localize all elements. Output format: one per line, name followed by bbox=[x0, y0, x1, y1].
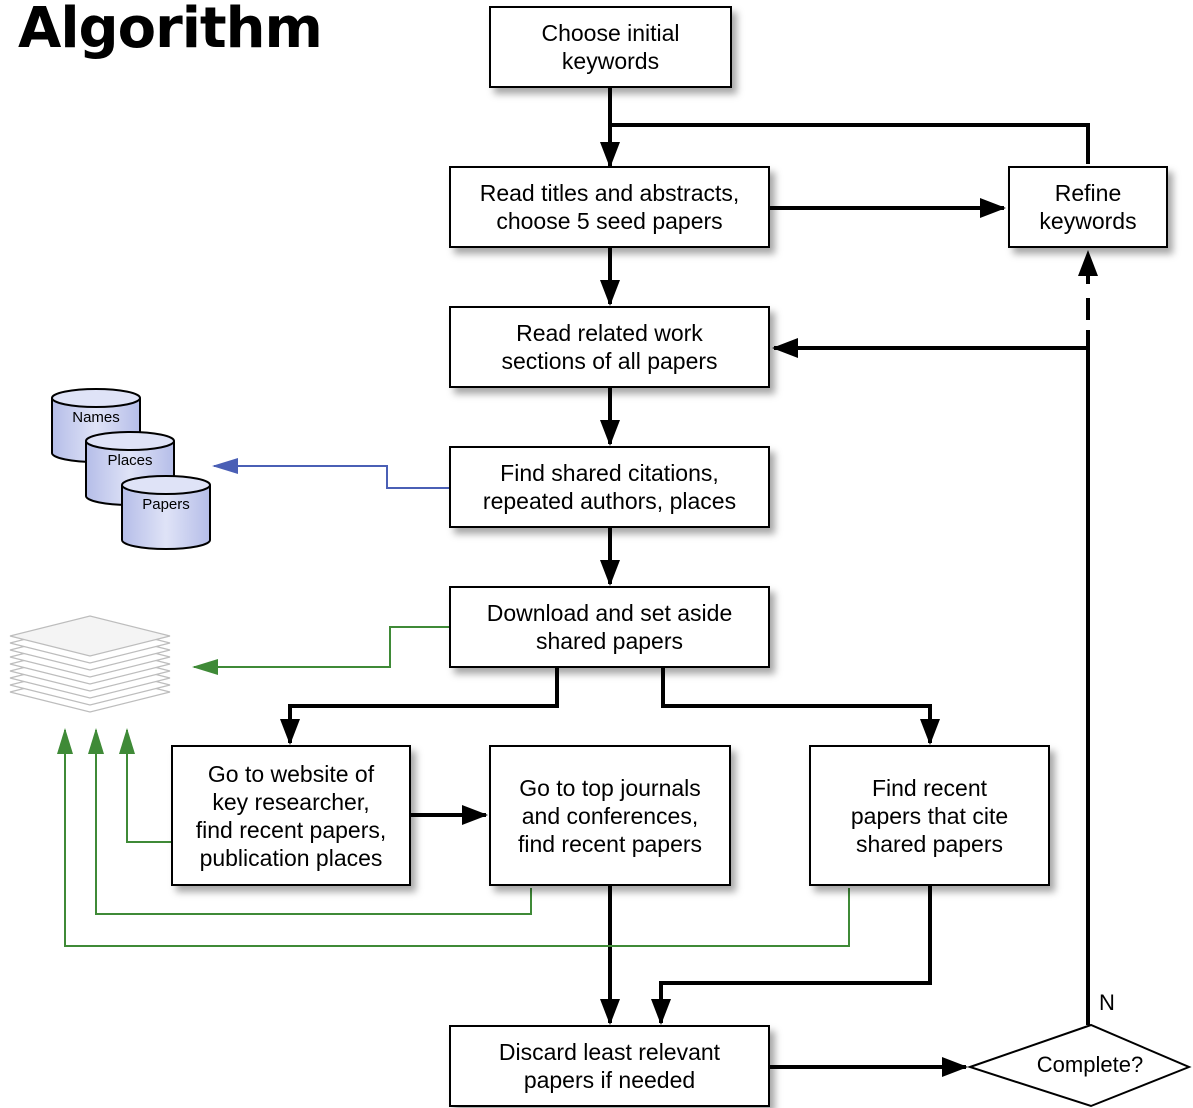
arrow-download-to-paper-stack bbox=[192, 626, 449, 675]
arrow-website-to-paper-stack bbox=[119, 728, 171, 843]
database-label-papers: Papers bbox=[142, 496, 190, 513]
node-refine-keywords: Refine keywords bbox=[1008, 166, 1168, 248]
node-website-researcher: Go to website of key researcher, find re… bbox=[171, 745, 411, 886]
node-discard: Discard least relevant papers if needed bbox=[449, 1025, 770, 1107]
database-label-names: Names bbox=[72, 409, 120, 426]
node-read-related: Read related work sections of all papers bbox=[449, 306, 770, 388]
arrow-download-to-website bbox=[280, 668, 559, 745]
node-find-shared: Find shared citations, repeated authors,… bbox=[449, 446, 770, 528]
page-title: Algorithm bbox=[18, 0, 323, 61]
node-download: Download and set aside shared papers bbox=[449, 586, 770, 668]
decision-label: Complete? bbox=[1036, 1052, 1144, 1077]
branch-label-no: N bbox=[1099, 990, 1115, 1015]
node-top-journals: Go to top journals and conferences, find… bbox=[489, 745, 731, 886]
database-icon bbox=[51, 388, 211, 550]
arrow-journals-to-paper-stack bbox=[88, 728, 532, 915]
arrow-recent-to-discard bbox=[651, 886, 932, 1025]
paper-stack-icon bbox=[9, 615, 171, 713]
node-read-titles: Read titles and abstracts, choose 5 seed… bbox=[449, 166, 770, 248]
node-recent-citing: Find recent papers that cite shared pape… bbox=[809, 745, 1050, 886]
arrow-recent-to-paper-stack bbox=[57, 728, 850, 947]
papers-database-icon bbox=[121, 475, 211, 550]
node-choose-keywords: Choose initial keywords bbox=[489, 6, 732, 88]
line-refine-loop-back bbox=[610, 123, 1090, 164]
decision-diamond bbox=[966, 1023, 1192, 1108]
database-label-places: Places bbox=[107, 452, 153, 469]
arrow-find-shared-to-databases bbox=[212, 458, 449, 489]
arrow-download-to-recent bbox=[661, 668, 940, 745]
